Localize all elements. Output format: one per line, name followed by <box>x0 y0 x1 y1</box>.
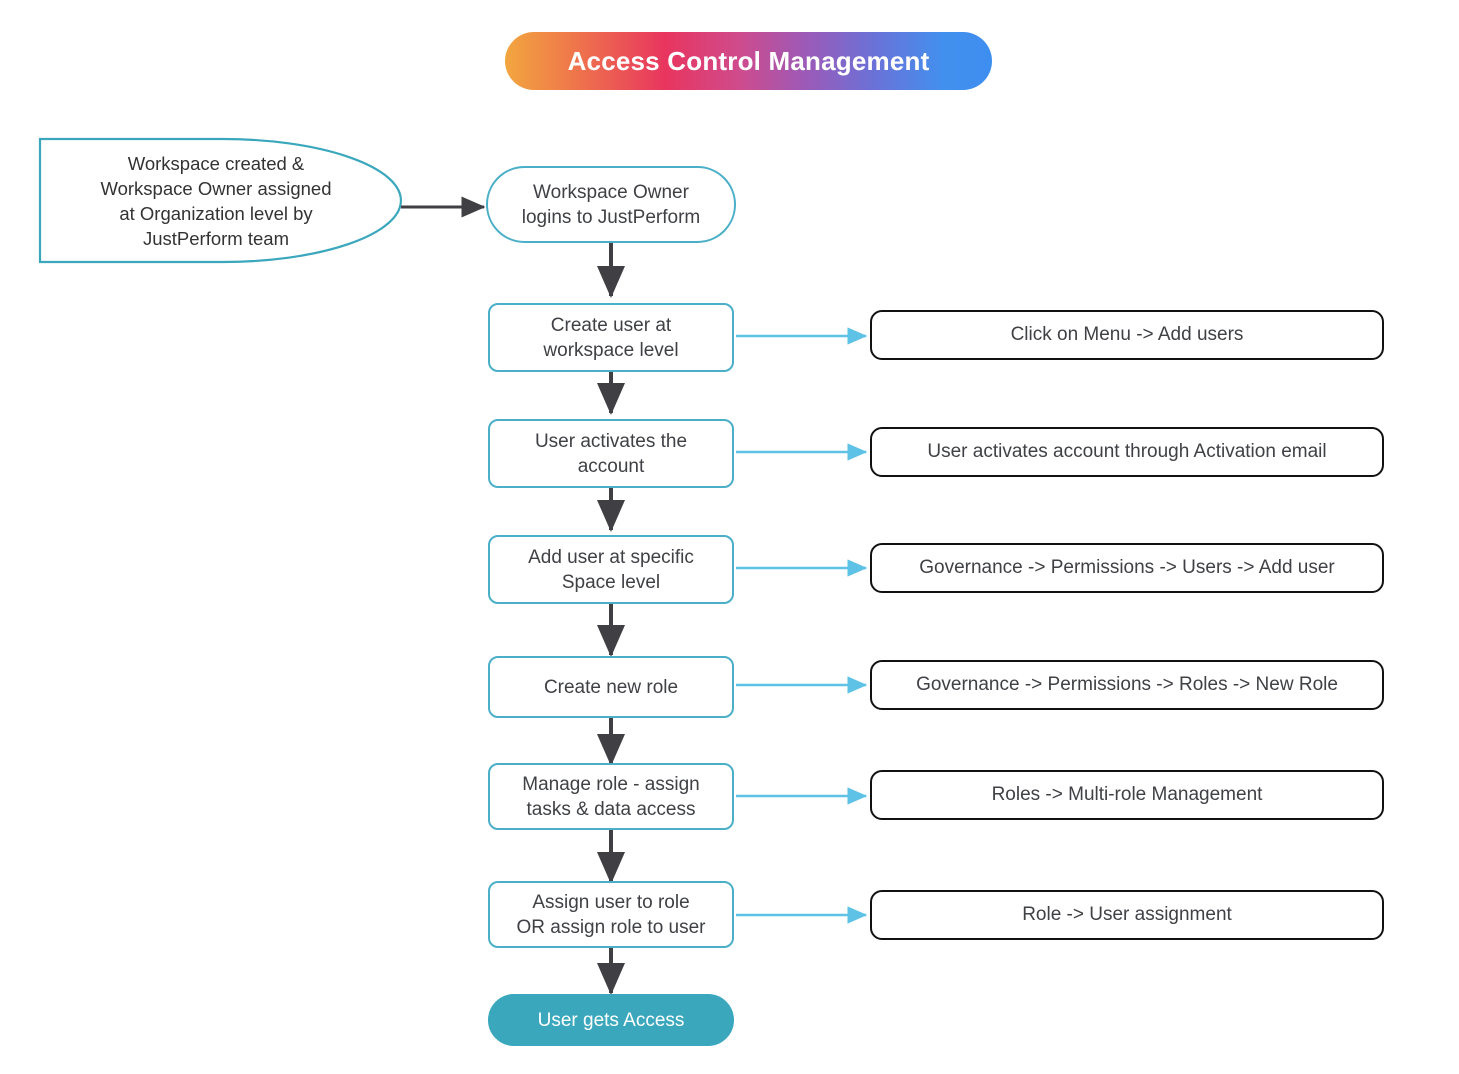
flow-node-activate-account[interactable]: User activates the account <box>488 419 734 488</box>
flow-node-activate-account-label: User activates the account <box>534 430 688 477</box>
flow-node-user-gets-access[interactable]: User gets Access <box>488 994 734 1046</box>
annotation-new-role[interactable]: Governance -> Permissions -> Roles -> Ne… <box>870 660 1384 710</box>
source-node-label: Workspace created & Workspace Owner assi… <box>100 153 332 249</box>
annotation-activation-email-label: User activates account through Activatio… <box>927 441 1327 462</box>
source-node: Workspace created & Workspace Owner assi… <box>38 137 402 262</box>
flow-node-login-label: Workspace Owner logins to JustPerform <box>521 181 701 228</box>
flow-node-create-user[interactable]: Create user at workspace level <box>488 303 734 372</box>
annotation-add-users-label: Click on Menu -> Add users <box>1010 324 1244 345</box>
flow-node-assign-user-label: Assign user to role OR assign role to us… <box>516 891 706 938</box>
annotation-multi-role-management-label: Roles -> Multi-role Management <box>991 784 1263 805</box>
annotation-add-user-space-label: Governance -> Permissions -> Users -> Ad… <box>919 557 1335 578</box>
flow-node-create-role[interactable]: Create new role <box>488 656 734 718</box>
annotation-multi-role-management[interactable]: Roles -> Multi-role Management <box>870 770 1384 820</box>
flow-node-login[interactable]: Workspace Owner logins to JustPerform <box>486 166 736 243</box>
annotation-user-assignment[interactable]: Role -> User assignment <box>870 890 1384 940</box>
annotation-user-assignment-label: Role -> User assignment <box>1022 904 1232 925</box>
annotation-add-users[interactable]: Click on Menu -> Add users <box>870 310 1384 360</box>
flow-node-assign-user[interactable]: Assign user to role OR assign role to us… <box>488 881 734 948</box>
flow-node-add-user-space-label: Add user at specific Space level <box>528 546 694 593</box>
annotation-add-user-space[interactable]: Governance -> Permissions -> Users -> Ad… <box>870 543 1384 593</box>
flow-node-user-gets-access-label: User gets Access <box>537 1009 685 1031</box>
page-title: Access Control Management <box>567 45 930 76</box>
flow-node-add-user-space[interactable]: Add user at specific Space level <box>488 535 734 604</box>
annotation-activation-email[interactable]: User activates account through Activatio… <box>870 427 1384 477</box>
flow-node-create-role-label: Create new role <box>543 676 679 698</box>
flow-node-create-user-label: Create user at workspace level <box>543 314 679 361</box>
page-title-banner: Access Control Management <box>505 32 992 90</box>
flow-node-manage-role[interactable]: Manage role - assign tasks & data access <box>488 763 734 830</box>
flow-node-manage-role-label: Manage role - assign tasks & data access <box>522 773 700 820</box>
annotation-new-role-label: Governance -> Permissions -> Roles -> Ne… <box>916 674 1338 695</box>
